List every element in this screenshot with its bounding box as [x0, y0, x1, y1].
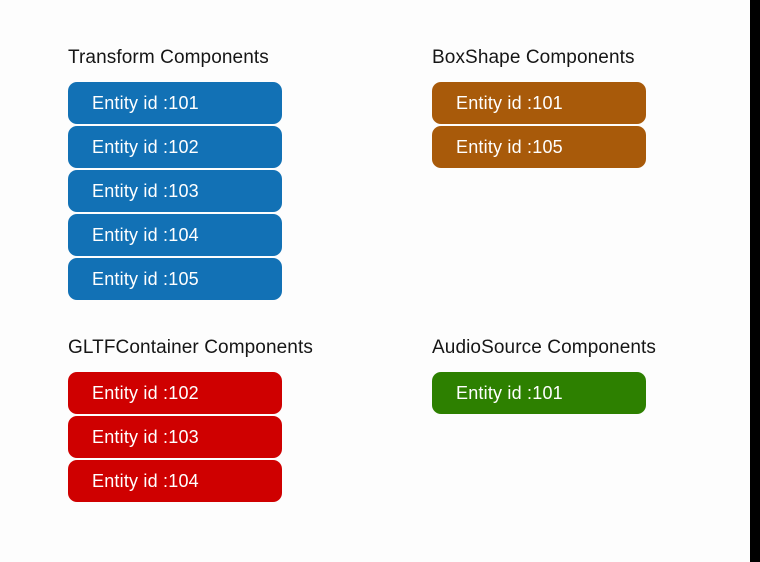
entity-pill[interactable]: Entity id :101 — [432, 372, 646, 414]
group-title-audiosource: AudioSource Components — [432, 337, 657, 358]
entity-pill[interactable]: Entity id :104 — [68, 214, 282, 256]
right-edge-strip — [750, 0, 760, 562]
group-transform-components: Transform Components Entity id :101 Enti… — [68, 46, 282, 300]
group-boxshape-components: BoxShape Components Entity id :101 Entit… — [432, 46, 646, 168]
entity-pill[interactable]: Entity id :105 — [68, 258, 282, 300]
entity-pill[interactable]: Entity id :103 — [68, 170, 282, 212]
entity-pill[interactable]: Entity id :102 — [68, 126, 282, 168]
entity-pill[interactable]: Entity id :103 — [68, 416, 282, 458]
entity-pill[interactable]: Entity id :105 — [432, 126, 646, 168]
group-audiosource-components: AudioSource Components Entity id :101 — [432, 336, 656, 414]
group-title-transform: Transform Components — [68, 47, 269, 68]
group-title-boxshape: BoxShape Components — [432, 47, 635, 68]
entity-pill[interactable]: Entity id :101 — [68, 82, 282, 124]
entity-list-audiosource: Entity id :101 — [432, 372, 646, 414]
entity-list-transform: Entity id :101 Entity id :102 Entity id … — [68, 82, 282, 300]
entity-pill[interactable]: Entity id :104 — [68, 460, 282, 502]
entity-list-boxshape: Entity id :101 Entity id :105 — [432, 82, 646, 168]
entity-pill[interactable]: Entity id :102 — [68, 372, 282, 414]
entity-list-gltfcontainer: Entity id :102 Entity id :103 Entity id … — [68, 372, 282, 502]
group-gltfcontainer-components: GLTFContainer Components Entity id :102 … — [68, 336, 313, 502]
group-title-gltfcontainer: GLTFContainer Components — [68, 337, 313, 358]
entity-pill[interactable]: Entity id :101 — [432, 82, 646, 124]
